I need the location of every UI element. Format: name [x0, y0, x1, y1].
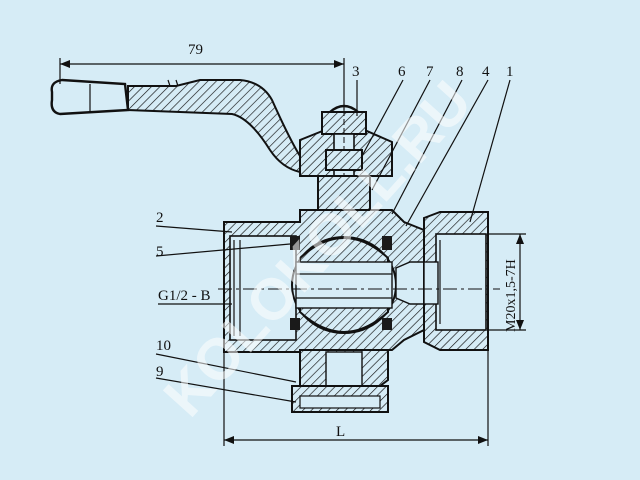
- bottom-cap: [291, 349, 389, 413]
- callout-1: 1: [506, 64, 514, 80]
- callout-6: 6: [398, 64, 406, 80]
- dim-outlet-thread: [488, 233, 526, 331]
- leader-lines: [155, 79, 511, 403]
- callout-3: 3: [352, 64, 360, 80]
- dim-L-label: L: [336, 424, 345, 440]
- dim-79: [59, 58, 345, 110]
- outlet-thread-label: M20x1,5-7H: [504, 259, 519, 332]
- callout-8: 8: [456, 64, 464, 80]
- inlet-thread-label: G1/2 - B: [158, 288, 211, 304]
- callout-10: 10: [156, 338, 171, 354]
- callout-5: 5: [156, 244, 164, 260]
- callout-9: 9: [156, 364, 164, 380]
- callout-7: 7: [426, 64, 434, 80]
- outlet-nut: [423, 211, 489, 351]
- dim-79-label: 79: [188, 42, 203, 58]
- callout-2: 2: [156, 210, 164, 226]
- callout-4: 4: [482, 64, 490, 80]
